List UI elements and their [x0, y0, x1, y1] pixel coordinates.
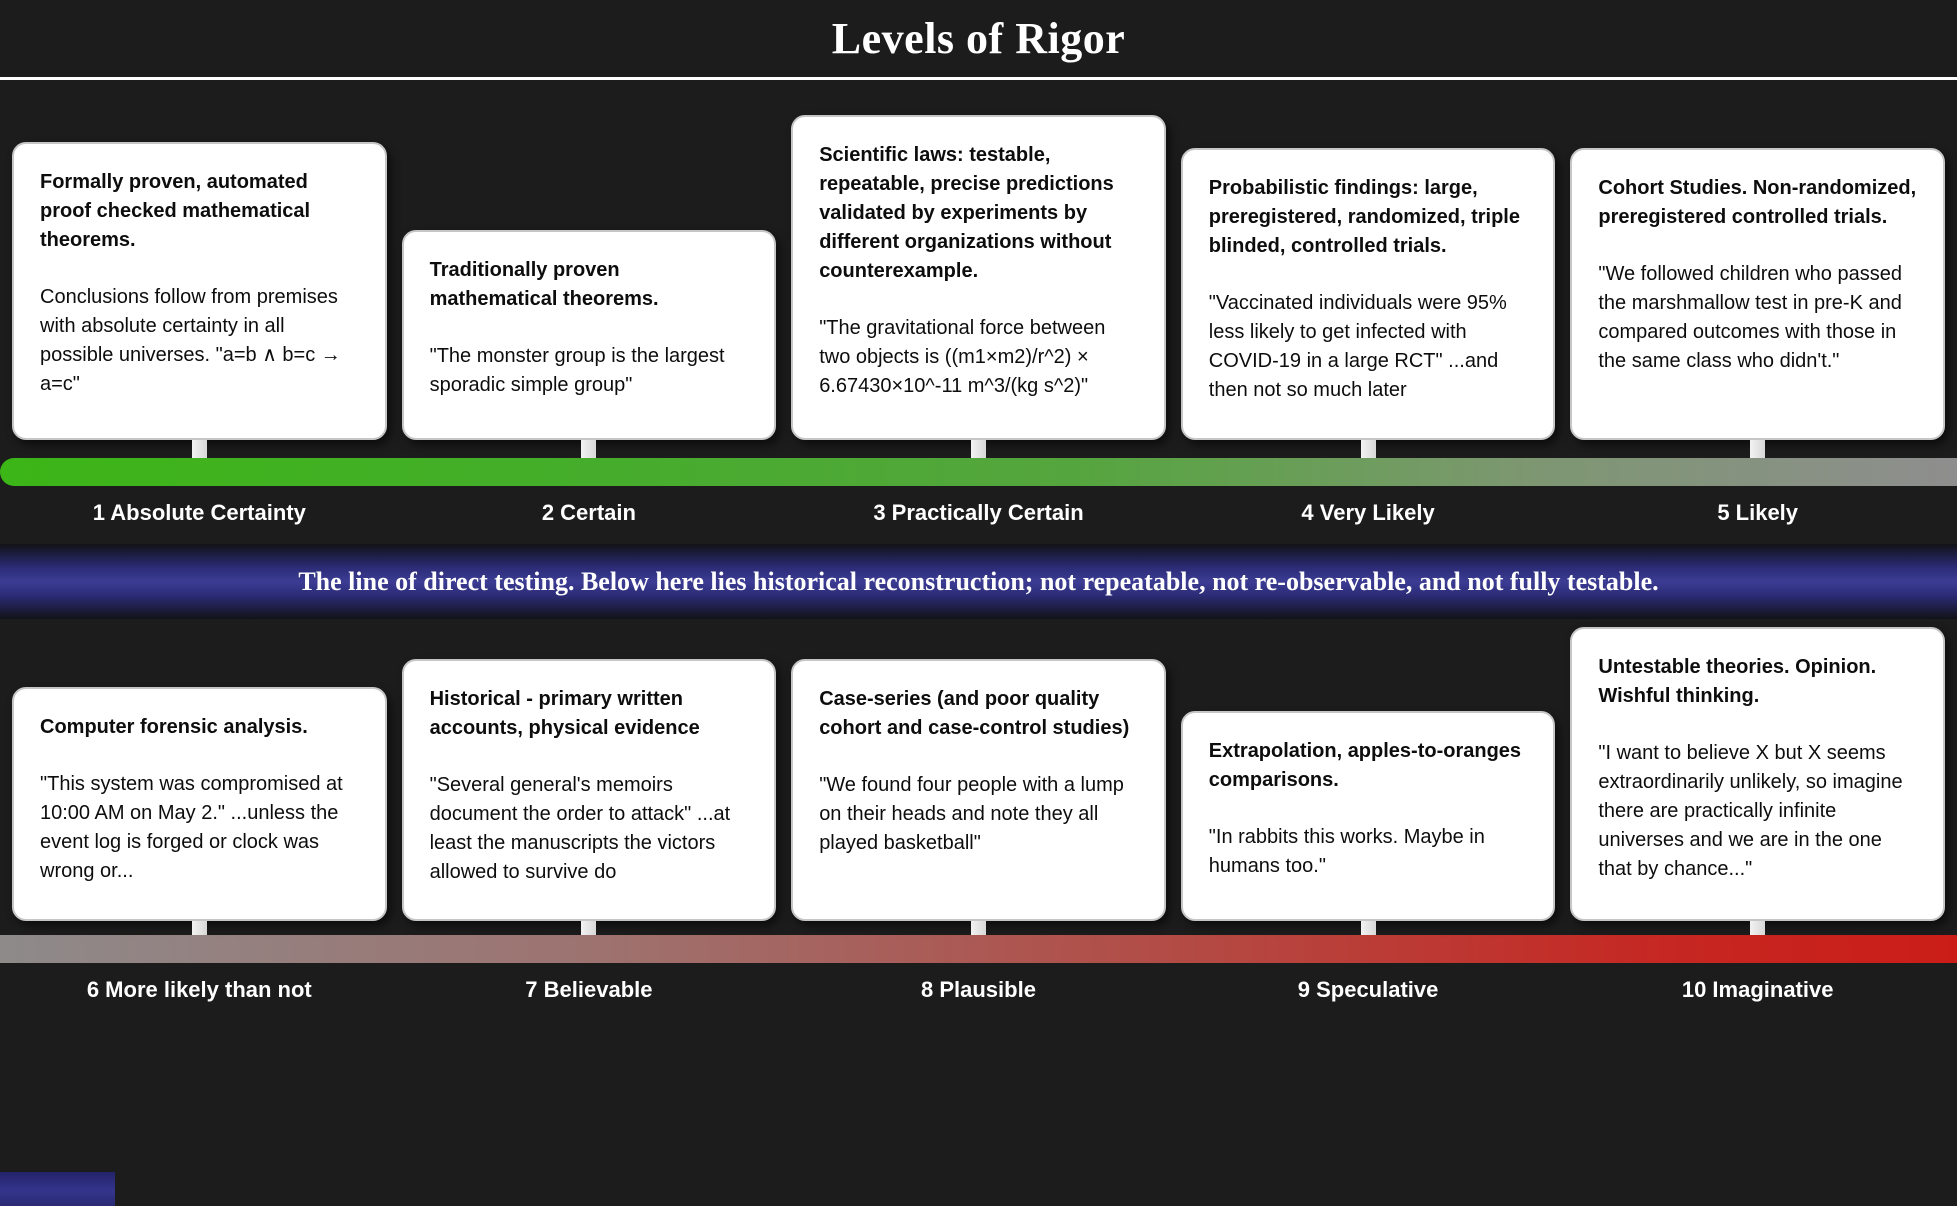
- label-level-6: 6 More likely than not: [86, 977, 312, 1002]
- top-section: Formally proven, automated proof checked…: [0, 115, 1957, 538]
- label-level-10: 10 Imaginative: [1681, 977, 1834, 1002]
- column-level-2: Traditionally proven mathematical theore…: [401, 230, 777, 458]
- divider-fragment: [0, 1172, 115, 1206]
- card-level-9: Extrapolation, apples-to-oranges compari…: [1180, 711, 1556, 921]
- connector-stub: [191, 440, 207, 458]
- card-body: "Vaccinated individuals were 95% less li…: [1208, 292, 1507, 401]
- column-level-10: Untestable theories. Opinion. Wishful th…: [1570, 627, 1945, 935]
- card-heading: Traditionally proven mathematical theore…: [429, 259, 659, 310]
- card-level-1: Formally proven, automated proof checked…: [12, 142, 387, 440]
- connector-stub: [581, 440, 597, 458]
- card-body: "Several general's memoirs document the …: [429, 774, 731, 883]
- label-level-8: 8 Plausible: [921, 977, 1036, 1002]
- label-level-7: 7 Believable: [525, 977, 653, 1002]
- connector-stub: [1750, 440, 1766, 458]
- card-level-8: Case-series (and poor quality cohort and…: [791, 659, 1166, 921]
- speculation-gradient-bar: [0, 935, 1957, 963]
- card-level-6: Computer forensic analysis. "This system…: [12, 687, 387, 921]
- card-heading: Extrapolation, apples-to-oranges compari…: [1208, 740, 1522, 791]
- certainty-gradient-bar: [0, 458, 1957, 486]
- label-level-4: 4 Very Likely: [1301, 500, 1435, 525]
- card-level-7: Historical - primary written accounts, p…: [401, 659, 777, 921]
- card-level-10: Untestable theories. Opinion. Wishful th…: [1570, 627, 1945, 921]
- card-body: "We found four people with a lump on the…: [819, 774, 1124, 854]
- card-level-2: Traditionally proven mathematical theore…: [401, 230, 777, 440]
- connector-stub: [1750, 921, 1766, 935]
- label-level-9: 9 Speculative: [1297, 977, 1439, 1002]
- label-level-5: 5 Likely: [1717, 500, 1799, 525]
- connector-stub: [191, 921, 207, 935]
- column-level-5: Cohort Studies. Non-randomized, preregis…: [1570, 148, 1945, 458]
- top-cards-row: Formally proven, automated proof checked…: [0, 115, 1957, 458]
- top-labels-row: 1 Absolute Certainty 2 Certain 3 Practic…: [0, 486, 1957, 538]
- card-heading: Scientific laws: testable, repeatable, p…: [819, 144, 1114, 282]
- card-body: Conclusions follow from premises with ab…: [40, 286, 341, 395]
- card-body: "This system was compromised at 10:00 AM…: [40, 773, 343, 882]
- card-level-3: Scientific laws: testable, repeatable, p…: [791, 115, 1166, 440]
- card-heading: Case-series (and poor quality cohort and…: [819, 688, 1130, 739]
- card-body: "The monster group is the largest sporad…: [429, 345, 725, 396]
- column-level-8: Case-series (and poor quality cohort and…: [791, 659, 1166, 935]
- card-heading: Untestable theories. Opinion. Wishful th…: [1598, 656, 1877, 707]
- bottom-cards-row: Computer forensic analysis. "This system…: [0, 627, 1957, 935]
- page-title: Levels of Rigor: [831, 14, 1126, 63]
- bottom-section: Computer forensic analysis. "This system…: [0, 627, 1957, 1015]
- card-body: "In rabbits this works. Maybe in humans …: [1208, 826, 1485, 877]
- connector-stub: [1360, 440, 1376, 458]
- column-level-6: Computer forensic analysis. "This system…: [12, 687, 387, 935]
- divider-text: The line of direct testing. Below here l…: [298, 566, 1659, 596]
- label-level-1: 1 Absolute Certainty: [92, 500, 306, 525]
- card-heading: Historical - primary written accounts, p…: [429, 688, 700, 739]
- label-level-2: 2 Certain: [541, 500, 636, 525]
- connector-stub: [970, 921, 986, 935]
- card-heading: Computer forensic analysis.: [40, 716, 308, 738]
- column-level-3: Scientific laws: testable, repeatable, p…: [791, 115, 1166, 458]
- column-level-1: Formally proven, automated proof checked…: [12, 142, 387, 458]
- card-heading: Probabilistic findings: large, preregist…: [1208, 177, 1520, 257]
- connector-stub: [970, 440, 986, 458]
- bottom-labels-row: 6 More likely than not 7 Believable 8 Pl…: [0, 963, 1957, 1015]
- column-level-9: Extrapolation, apples-to-oranges compari…: [1180, 711, 1556, 935]
- label-level-3: 3 Practically Certain: [873, 500, 1084, 525]
- card-level-4: Probabilistic findings: large, preregist…: [1180, 148, 1556, 440]
- card-heading: Cohort Studies. Non-randomized, preregis…: [1598, 177, 1917, 228]
- card-body: "I want to believe X but X seems extraor…: [1598, 742, 1903, 880]
- header: Levels of Rigor: [0, 0, 1957, 80]
- direct-testing-divider: The line of direct testing. Below here l…: [0, 544, 1957, 619]
- card-level-5: Cohort Studies. Non-randomized, preregis…: [1570, 148, 1945, 440]
- column-level-7: Historical - primary written accounts, p…: [401, 659, 777, 935]
- column-level-4: Probabilistic findings: large, preregist…: [1180, 148, 1556, 458]
- connector-stub: [581, 921, 597, 935]
- card-body: "We followed children who passed the mar…: [1598, 263, 1902, 372]
- card-heading: Formally proven, automated proof checked…: [40, 171, 311, 251]
- card-body: "The gravitational force between two obj…: [819, 317, 1106, 397]
- connector-stub: [1360, 921, 1376, 935]
